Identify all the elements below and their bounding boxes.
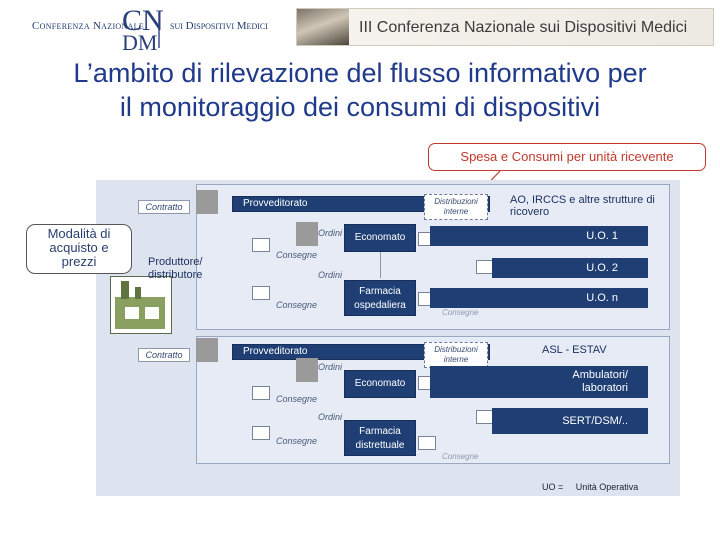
contratto-box-bottom: Contratto xyxy=(138,348,190,362)
contratto-box-top: Contratto xyxy=(138,200,190,214)
truck-icon xyxy=(252,426,270,440)
hospital-header-line-2: ricovero xyxy=(510,206,550,218)
document-icon xyxy=(418,436,436,450)
truck-icon xyxy=(252,238,270,252)
farmacia-line-1: Farmacia xyxy=(359,286,401,297)
unit-uo-2: U.O. 2 xyxy=(492,258,648,278)
hospital-header-line-1: AO, IRCCS e altre strutture di xyxy=(510,194,655,206)
consegne-faint-top: Consegne xyxy=(442,308,479,317)
logo-dm-text: DM xyxy=(122,30,158,55)
farmacia-ospedaliera-box: Farmacia ospedaliera xyxy=(344,280,416,316)
legend-value: Unità Operativa xyxy=(575,482,639,492)
ordini-label-2-bottom: Ordini xyxy=(318,412,343,422)
farmacia-line-2: distrettuale xyxy=(355,440,405,451)
side-note-line-3: prezzi xyxy=(61,254,97,269)
ordini-label-1-bottom: Ordini xyxy=(318,362,343,372)
consegne-label-1-bottom: Consegne xyxy=(276,394,318,404)
producer-line-1: Produttore/ xyxy=(148,256,203,268)
logo-divider xyxy=(158,12,160,48)
distribuzioni-line-2: interne xyxy=(443,207,469,216)
ordini-label-1-top: Ordini xyxy=(318,228,343,238)
connector-line xyxy=(380,252,381,278)
legend-key: UO = xyxy=(542,482,564,492)
hospital-section-header: AO, IRCCS e altre strutture di ricovero xyxy=(510,194,655,218)
contract-tab-bottom xyxy=(196,338,218,362)
distribuzioni-interne-bottom: Distribuzioni interne xyxy=(424,342,488,368)
truck-icon xyxy=(252,386,270,400)
page-title-line-1: L’ambito di rilevazione del flusso infor… xyxy=(73,58,647,88)
spesa-consumi-callout: Spesa e Consumi per unità ricevente xyxy=(428,143,706,171)
logo-sui-text: sui Dispositivi Medici xyxy=(170,20,268,32)
farmacia-distrettuale-box: Farmacia distrettuale xyxy=(344,420,416,456)
producer-line-2: distributore xyxy=(148,269,203,281)
factory-icon xyxy=(110,276,172,334)
unit-sert-dsm: SERT/DSM/.. xyxy=(492,408,648,434)
ambulatori-line-2: laboratori xyxy=(582,382,628,394)
factory-drawing xyxy=(115,281,165,329)
consegne-faint-bottom: Consegne xyxy=(442,452,479,461)
distribuzioni-line-1: Distribuzioni xyxy=(434,345,478,354)
ordini-tab-bottom xyxy=(296,358,318,382)
consegne-label-1-top: Consegne xyxy=(276,250,318,260)
farmacia-line-2: ospedaliera xyxy=(354,300,406,311)
conference-banner: III Conferenza Nazionale sui Dispositivi… xyxy=(296,8,714,46)
unit-ambulatori: Ambulatori/ laboratori xyxy=(430,366,648,398)
asl-section-header: ASL - ESTAV xyxy=(542,344,607,356)
consegne-label-2-top: Consegne xyxy=(276,300,318,310)
conference-logo: Conferenza Nazionale CN DM sui Dispositi… xyxy=(30,4,268,56)
modalita-acquisto-note: Modalità di acquisto e prezzi xyxy=(26,224,132,274)
ordini-tab-top xyxy=(296,222,318,246)
side-note-line-1: Modalità di xyxy=(47,226,111,241)
page-title: L’ambito di rilevazione del flusso infor… xyxy=(0,56,720,124)
page-title-line-2: il monitoraggio dei consumi di dispositi… xyxy=(119,92,601,122)
consegne-label-2-bottom: Consegne xyxy=(276,436,318,446)
economato-box-top: Economato xyxy=(344,224,416,252)
ordini-label-2-top: Ordini xyxy=(318,270,343,280)
produttore-distributore-label: Produttore/ distributore xyxy=(148,256,202,282)
contract-tab-top xyxy=(196,190,218,214)
unit-uo-n: U.O. n xyxy=(430,288,648,308)
banner-photo xyxy=(297,9,349,45)
logo-cn-text: CN xyxy=(122,4,164,37)
uo-legend: UO = Unità Operativa xyxy=(542,482,638,492)
farmacia-line-1: Farmacia xyxy=(359,426,401,437)
distribuzioni-interne-top: Distribuzioni interne xyxy=(424,194,488,220)
logo-conferenza-text: Conferenza Nazionale xyxy=(32,20,145,32)
economato-box-bottom: Economato xyxy=(344,370,416,398)
truck-icon xyxy=(252,286,270,300)
unit-uo-1: U.O. 1 xyxy=(430,226,648,246)
banner-title: III Conferenza Nazionale sui Dispositivi… xyxy=(359,19,688,36)
ambulatori-line-1: Ambulatori/ xyxy=(572,369,628,381)
distribuzioni-line-2: interne xyxy=(443,355,469,364)
side-note-line-2: acquisto e xyxy=(49,240,109,255)
distribuzioni-line-1: Distribuzioni xyxy=(434,197,478,206)
flow-diagram: Contratto Provveditorato Distribuzioni i… xyxy=(96,180,680,496)
